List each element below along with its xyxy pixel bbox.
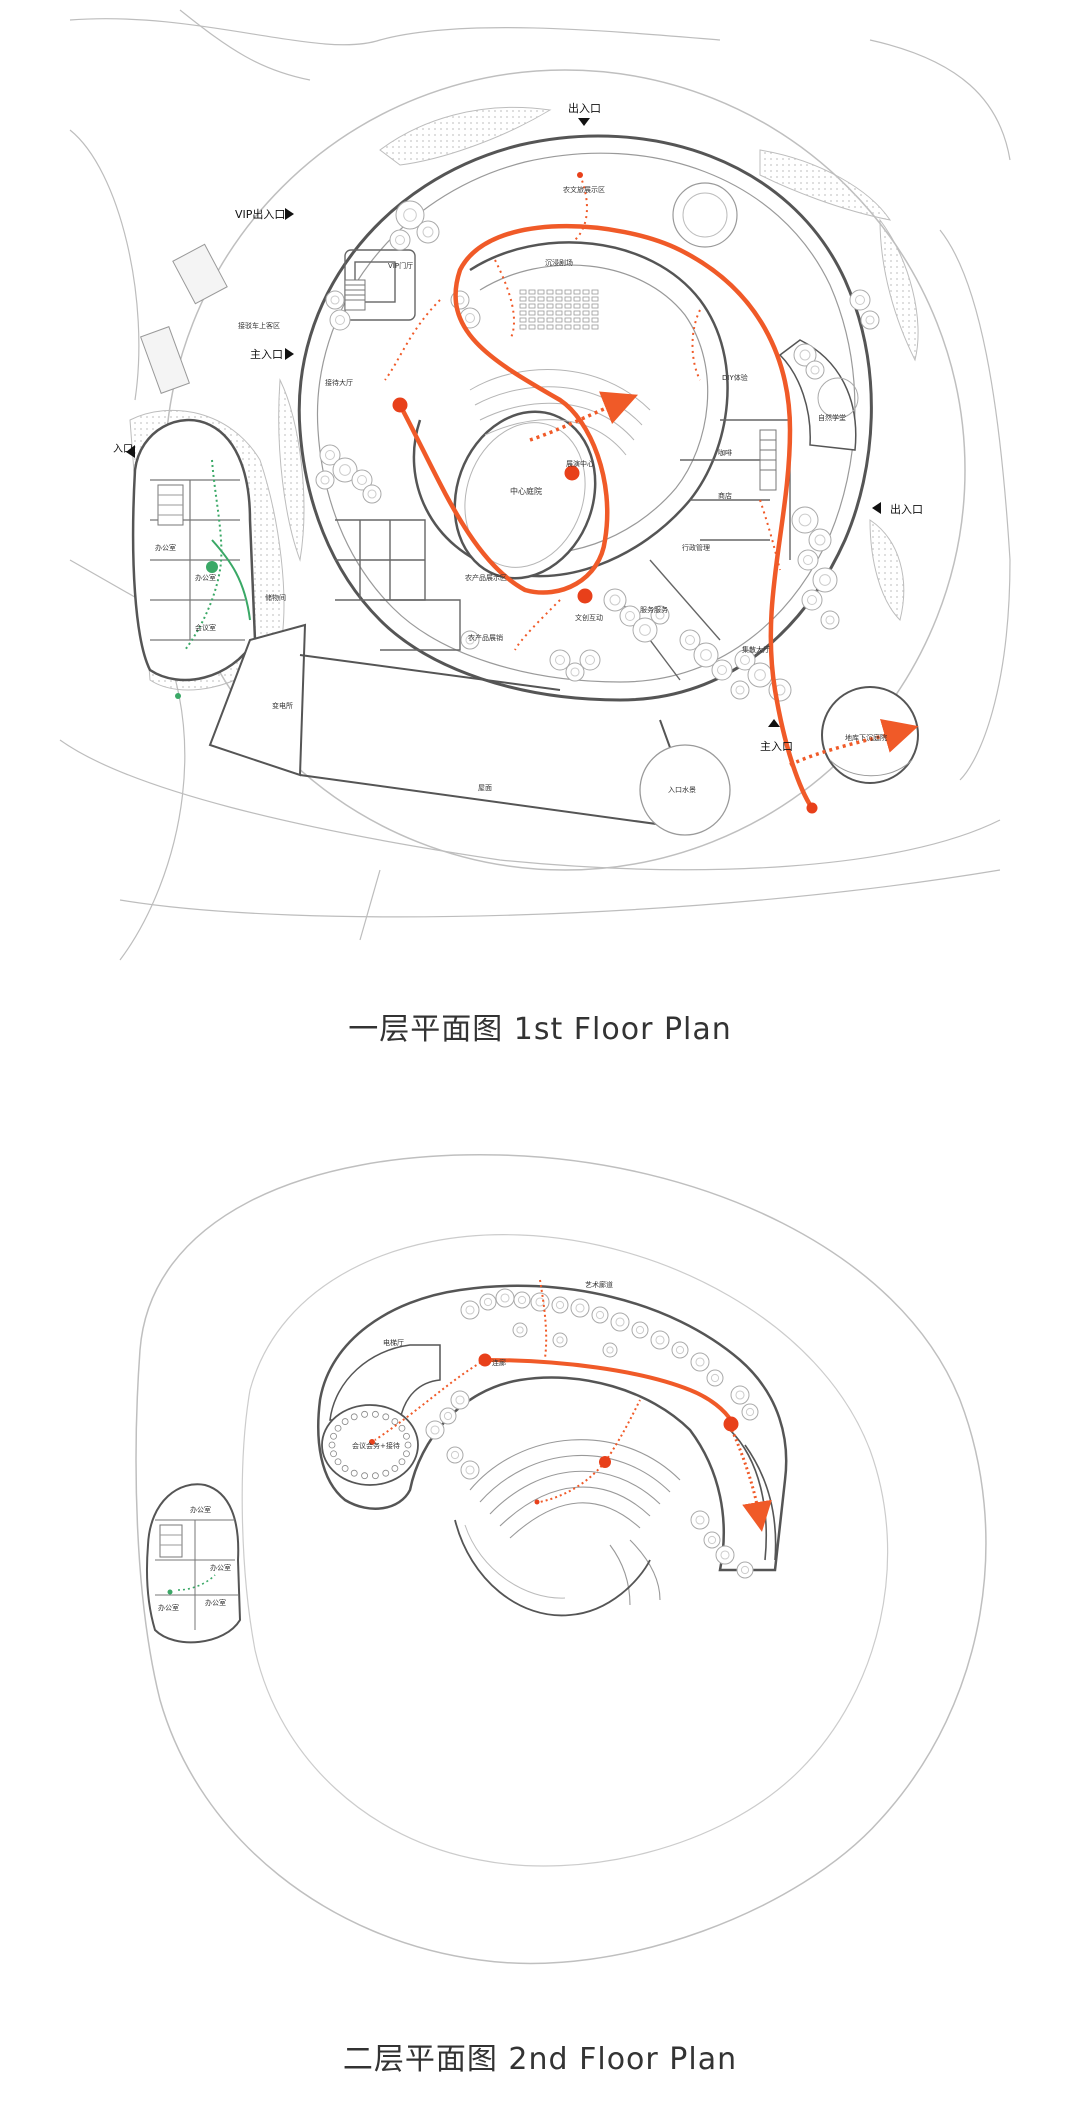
room-office-1: 办公室 <box>155 543 176 552</box>
room-office-2b: 办公室 <box>210 1563 231 1572</box>
room-cultural-activity: 文创互动 <box>575 613 603 622</box>
trees-2 <box>425 1288 759 1579</box>
label-entrance-top: 出入口 <box>568 101 601 115</box>
room-cafe: 咖啡 <box>718 448 732 457</box>
room-performance-center: 展演中心 <box>566 459 594 468</box>
route-nodes <box>392 172 818 814</box>
room-vip-hall: VIP门厅 <box>388 261 413 270</box>
room-diy: DIY体验 <box>722 373 748 382</box>
room-elevator-hall: 电梯厅 <box>383 1338 404 1347</box>
central-courtyard <box>453 410 597 580</box>
meeting-ring <box>321 1404 419 1486</box>
floor2-room-labels: 会议会务+接待 电梯厅 艺术廊道 连廊 办公室 办公室 办公室 办公室 <box>158 1280 613 1612</box>
amphitheater-arcs <box>469 1439 681 1606</box>
room-central-courtyard: 中心庭院 <box>510 486 542 496</box>
room-service: 服务服务 <box>640 605 668 614</box>
room-entry-pool: 入口水景 <box>668 785 696 794</box>
theater-seats <box>519 289 599 330</box>
building-outer-wall <box>297 134 873 702</box>
site-lines <box>59 9 1011 961</box>
office-wing <box>131 418 257 682</box>
round-pavilion <box>672 182 738 248</box>
label-entrance-main-left: 主入口 <box>250 348 283 361</box>
entry-pool <box>639 744 731 836</box>
office-pod-2 <box>145 1483 242 1644</box>
room-product-display: 农产品展销 <box>468 633 503 642</box>
label-entrance-vip: VIP出入口 <box>235 207 285 221</box>
visitor-route <box>398 223 919 810</box>
route-nodes-2 <box>369 1353 739 1505</box>
room-shop: 商店 <box>718 491 732 500</box>
room-admin: 行政管理 <box>682 543 710 552</box>
parking-blocks <box>140 243 228 394</box>
room-art-gallery: 艺术廊道 <box>585 1280 613 1289</box>
floor1-room-labels: 中心庭院 展演中心 沉浸剧场 自然学堂 集散大厅 接待大厅 农文旅展示区 变电所… <box>155 185 887 794</box>
room-transformer: 变电所 <box>272 701 293 710</box>
visitor-route-2 <box>374 1279 772 1532</box>
stairs <box>344 279 777 491</box>
room-reception-hall: 接待大厅 <box>325 378 353 387</box>
room-parking: 接驳车上客区 <box>238 321 280 330</box>
floor1-caption: 一层平面图 1st Floor Plan <box>348 1012 732 1047</box>
label-entrance-left: 入口 <box>113 444 133 455</box>
room-exhibit: 农产品展示区 <box>465 573 507 582</box>
trees <box>315 200 880 702</box>
room-office-2c: 办公室 <box>158 1603 179 1612</box>
room-theater: 沉浸剧场 <box>545 258 573 267</box>
room-main-hall: 集散大厅 <box>742 645 770 654</box>
floor1-labels: 出入口 VIP出入口 主入口 入口 出入口 主入口 <box>113 101 923 753</box>
office-route <box>175 459 251 699</box>
room-meeting-reception: 会议会务+接待 <box>352 1441 400 1450</box>
entrance-markers <box>126 118 881 727</box>
room-corridor: 连廊 <box>492 1358 506 1367</box>
room-sunken-court: 地库下沉庭院 <box>845 733 887 742</box>
label-entrance-right: 出入口 <box>890 502 923 516</box>
room-office-2a: 办公室 <box>190 1505 211 1514</box>
room-storage: 储物间 <box>265 593 286 602</box>
room-office-2d: 办公室 <box>205 1598 226 1607</box>
label-entrance-main-bottom: 主入口 <box>760 740 793 753</box>
room-roof: 屋面 <box>478 784 492 792</box>
floor2-caption: 二层平面图 2nd Floor Plan <box>342 2042 738 2077</box>
room-meeting: 会议室 <box>195 623 216 632</box>
floor1-plan: 出入口 VIP出入口 主入口 入口 出入口 主入口 中心庭院 展演中心 沉浸剧场… <box>59 9 1011 961</box>
room-nature-classroom: 自然学堂 <box>818 413 846 422</box>
room-office-2: 办公室 <box>195 573 216 582</box>
room-cultural-zone: 农文旅展示区 <box>563 185 605 194</box>
site-ring-2 <box>135 1154 987 1965</box>
floor2-plan: 会议会务+接待 电梯厅 艺术廊道 连廊 办公室 办公室 办公室 办公室 <box>135 1154 987 1965</box>
